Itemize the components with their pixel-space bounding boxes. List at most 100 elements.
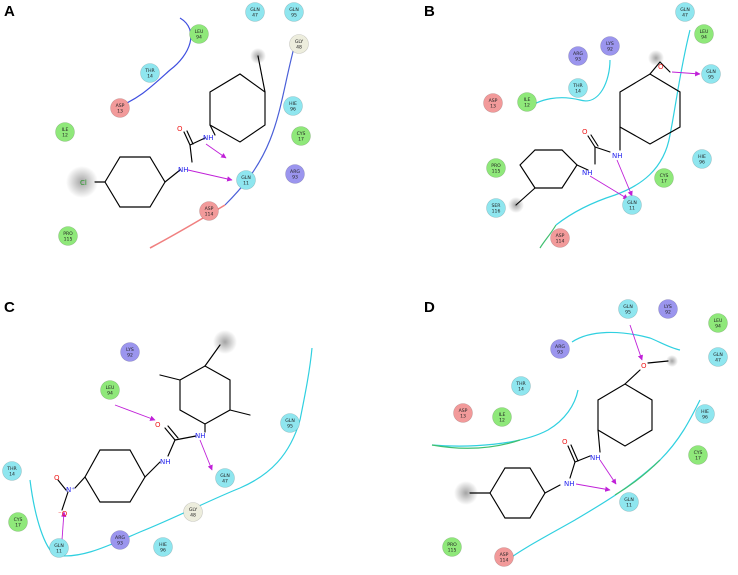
residue-number: 94: [196, 35, 202, 41]
residue-bubble: [120, 342, 140, 362]
residue-bubble: [695, 404, 715, 424]
residue-bubble: [486, 198, 506, 218]
residue-bubble: [701, 64, 721, 84]
residue-number: 115: [64, 237, 73, 243]
ligand-structure: O NH NH N⁺ O ⁻O: [54, 330, 251, 541]
residue-name: PRO: [491, 163, 501, 169]
residue-bubble: [619, 492, 639, 512]
residue-number: 96: [160, 548, 166, 554]
residue-bubble: [291, 126, 311, 146]
residue-number: 13: [490, 104, 496, 110]
residue-name: ILE: [524, 97, 531, 103]
residue-number: 114: [500, 558, 509, 564]
residue-bubble: [692, 149, 712, 169]
residue-number: 17: [661, 179, 667, 185]
residue-name: ASP: [556, 233, 565, 239]
residue-name: ARG: [555, 344, 565, 350]
atom-label: O: [54, 474, 60, 482]
residue-bubble: [550, 339, 570, 359]
residue-name: ARG: [290, 169, 300, 175]
residue-bubble: [49, 538, 69, 558]
atom-label: Cl: [80, 179, 87, 187]
solvent-exposure-shade: [66, 166, 98, 198]
residue-number: 93: [292, 175, 298, 181]
atom-label: NH: [195, 432, 206, 440]
residue-name: LEU: [700, 29, 709, 35]
residue-name: ILE: [62, 127, 69, 133]
residue-name: ASP: [459, 408, 468, 414]
residue-bubble: [688, 445, 708, 465]
residue-name: THR: [144, 68, 155, 74]
residue-name: GLN: [241, 175, 251, 181]
residue-bubble: [284, 2, 304, 22]
residue-name: HIE: [698, 154, 706, 160]
residue-number: 11: [626, 503, 632, 509]
residue-bubble: [453, 403, 473, 423]
residue-name: ARG: [115, 535, 125, 541]
residue-number: 11: [629, 206, 635, 212]
atom-label: NH: [203, 134, 214, 142]
pocket-contours: [431, 331, 701, 563]
residue-number: 92: [607, 47, 613, 53]
residue-name: GLN: [706, 69, 716, 75]
residue-number: 96: [702, 415, 708, 421]
residue-bubble: [494, 547, 514, 567]
residue-number: 95: [708, 75, 714, 81]
residue-number: 12: [524, 103, 530, 109]
residue-name: ASP: [500, 552, 509, 558]
residue-bubble: [492, 407, 512, 427]
residue-bubble: [622, 195, 642, 215]
atom-label: N⁺: [66, 486, 75, 494]
residue-number: 115: [448, 548, 457, 554]
residue-number: 96: [290, 107, 296, 113]
pocket-contours: [524, 29, 691, 249]
residue-bubble: [153, 537, 173, 557]
pocket-contours: [29, 347, 313, 557]
atom-label: NH: [564, 480, 575, 488]
residue-name: CYS: [694, 450, 703, 456]
residue-group: GLN47LEU94LYS92ARG93GLN95THR14ASP13ILE12…: [483, 2, 721, 248]
residue-number: 12: [62, 133, 68, 139]
residue-name: HIE: [289, 101, 297, 107]
residue-name: PRO: [447, 542, 457, 548]
residue-number: 14: [575, 89, 581, 95]
residue-name: GLY: [295, 39, 304, 45]
residue-bubble: [658, 299, 678, 319]
atom-label: O: [177, 125, 183, 133]
residue-number: 114: [556, 239, 565, 245]
residue-name: GLN: [680, 7, 690, 13]
residue-name: HIE: [159, 542, 167, 548]
residue-bubble: [708, 347, 728, 367]
residue-bubble: [675, 2, 695, 22]
residue-name: THR: [515, 381, 526, 387]
residue-number: 116: [492, 209, 501, 215]
residue-name: GLN: [285, 418, 295, 424]
residue-number: 17: [298, 137, 304, 143]
atom-label: O: [562, 438, 568, 446]
residue-number: 12: [499, 418, 505, 424]
residue-bubble: [289, 34, 309, 54]
residue-name: GLN: [289, 7, 299, 13]
